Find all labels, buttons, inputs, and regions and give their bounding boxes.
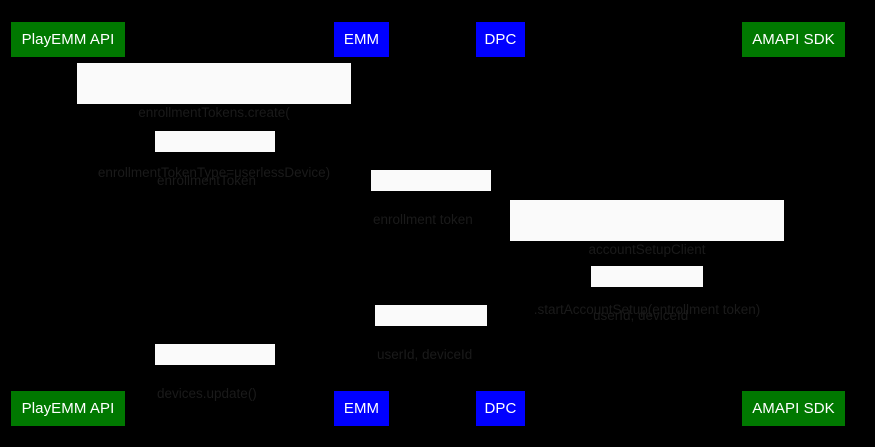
- participant-amapi-sdk-top[interactable]: AMAPI SDK: [742, 22, 845, 57]
- participant-label: AMAPI SDK: [752, 31, 835, 48]
- arrow-head-userid-deviceid-to-dpc: [500, 289, 507, 297]
- arrow-line-userid-deviceid-to-dpc: [500, 293, 793, 294]
- participant-dpc-top[interactable]: DPC: [476, 22, 525, 57]
- arrow-line-userid-deviceid-to-emm: [361, 332, 500, 333]
- lifeline-dpc: [500, 57, 501, 391]
- participant-dpc-bottom[interactable]: DPC: [476, 391, 525, 426]
- message-line-2: enrollmentTokenType=userlessDevice): [97, 165, 331, 180]
- arrow-line-devices-update: [67, 371, 361, 372]
- message-line-1: enrollmentTokens.create(: [138, 105, 290, 120]
- participant-label: DPC: [484, 31, 517, 48]
- message-userid-deviceid-to-emm: userId, deviceId: [375, 305, 487, 362]
- participant-label: DPC: [484, 400, 517, 417]
- message-line-1: enrollment token: [373, 212, 473, 227]
- message-start-account-setup: accountSetupClient .startAccountSetup(en…: [510, 200, 784, 317]
- arrow-head-devices-update: [67, 367, 74, 375]
- arrow-head-enrollment-token-response: [354, 154, 361, 162]
- message-line-1: userId, deviceId: [377, 347, 473, 362]
- participant-emm-bottom[interactable]: EMM: [334, 391, 389, 426]
- participant-label: PlayEMM API: [21, 31, 115, 48]
- participant-label: AMAPI SDK: [752, 400, 835, 417]
- message-enrollment-token-response: enrollmentToken: [155, 131, 275, 188]
- participant-amapi-sdk-bottom[interactable]: AMAPI SDK: [742, 391, 845, 426]
- participant-label: PlayEMM API: [21, 400, 115, 417]
- participant-playemm-api-bottom[interactable]: PlayEMM API: [11, 391, 125, 426]
- lifeline-amapi-sdk: [793, 57, 794, 391]
- arrow-head-start-account-setup: [786, 242, 793, 250]
- message-line-1: devices.update(): [157, 386, 257, 401]
- arrow-line-enrollment-token-to-dpc: [361, 197, 500, 198]
- arrow-head-enrollment-tokens-create: [67, 106, 74, 114]
- message-line-2: .startAccountSetup(entrollment token): [533, 302, 761, 317]
- participant-label: EMM: [343, 31, 380, 48]
- arrow-head-enrollment-token-to-dpc: [493, 193, 500, 201]
- participant-emm-top[interactable]: EMM: [334, 22, 389, 57]
- message-enrollment-tokens-create: enrollmentTokens.create( enrollmentToken…: [77, 63, 351, 180]
- lifeline-playemm-api: [67, 57, 68, 391]
- lifeline-emm: [361, 57, 362, 391]
- participant-label: EMM: [343, 400, 380, 417]
- arrow-head-userid-deviceid-to-emm: [361, 328, 368, 336]
- arrow-line-enrollment-token-response: [67, 158, 361, 159]
- arrow-line-enrollment-tokens-create: [67, 110, 361, 111]
- participant-playemm-api-top[interactable]: PlayEMM API: [11, 22, 125, 57]
- arrow-line-start-account-setup: [500, 246, 793, 247]
- message-line-1: accountSetupClient: [588, 242, 706, 257]
- message-userid-deviceid-to-dpc: userId, deviceId: [591, 266, 703, 323]
- message-line-1: userId, deviceId: [593, 308, 689, 323]
- message-enrollment-token-to-dpc: enrollment token: [371, 170, 491, 227]
- message-line-1: enrollmentToken: [157, 173, 257, 188]
- message-devices-update: devices.update(): [155, 344, 275, 401]
